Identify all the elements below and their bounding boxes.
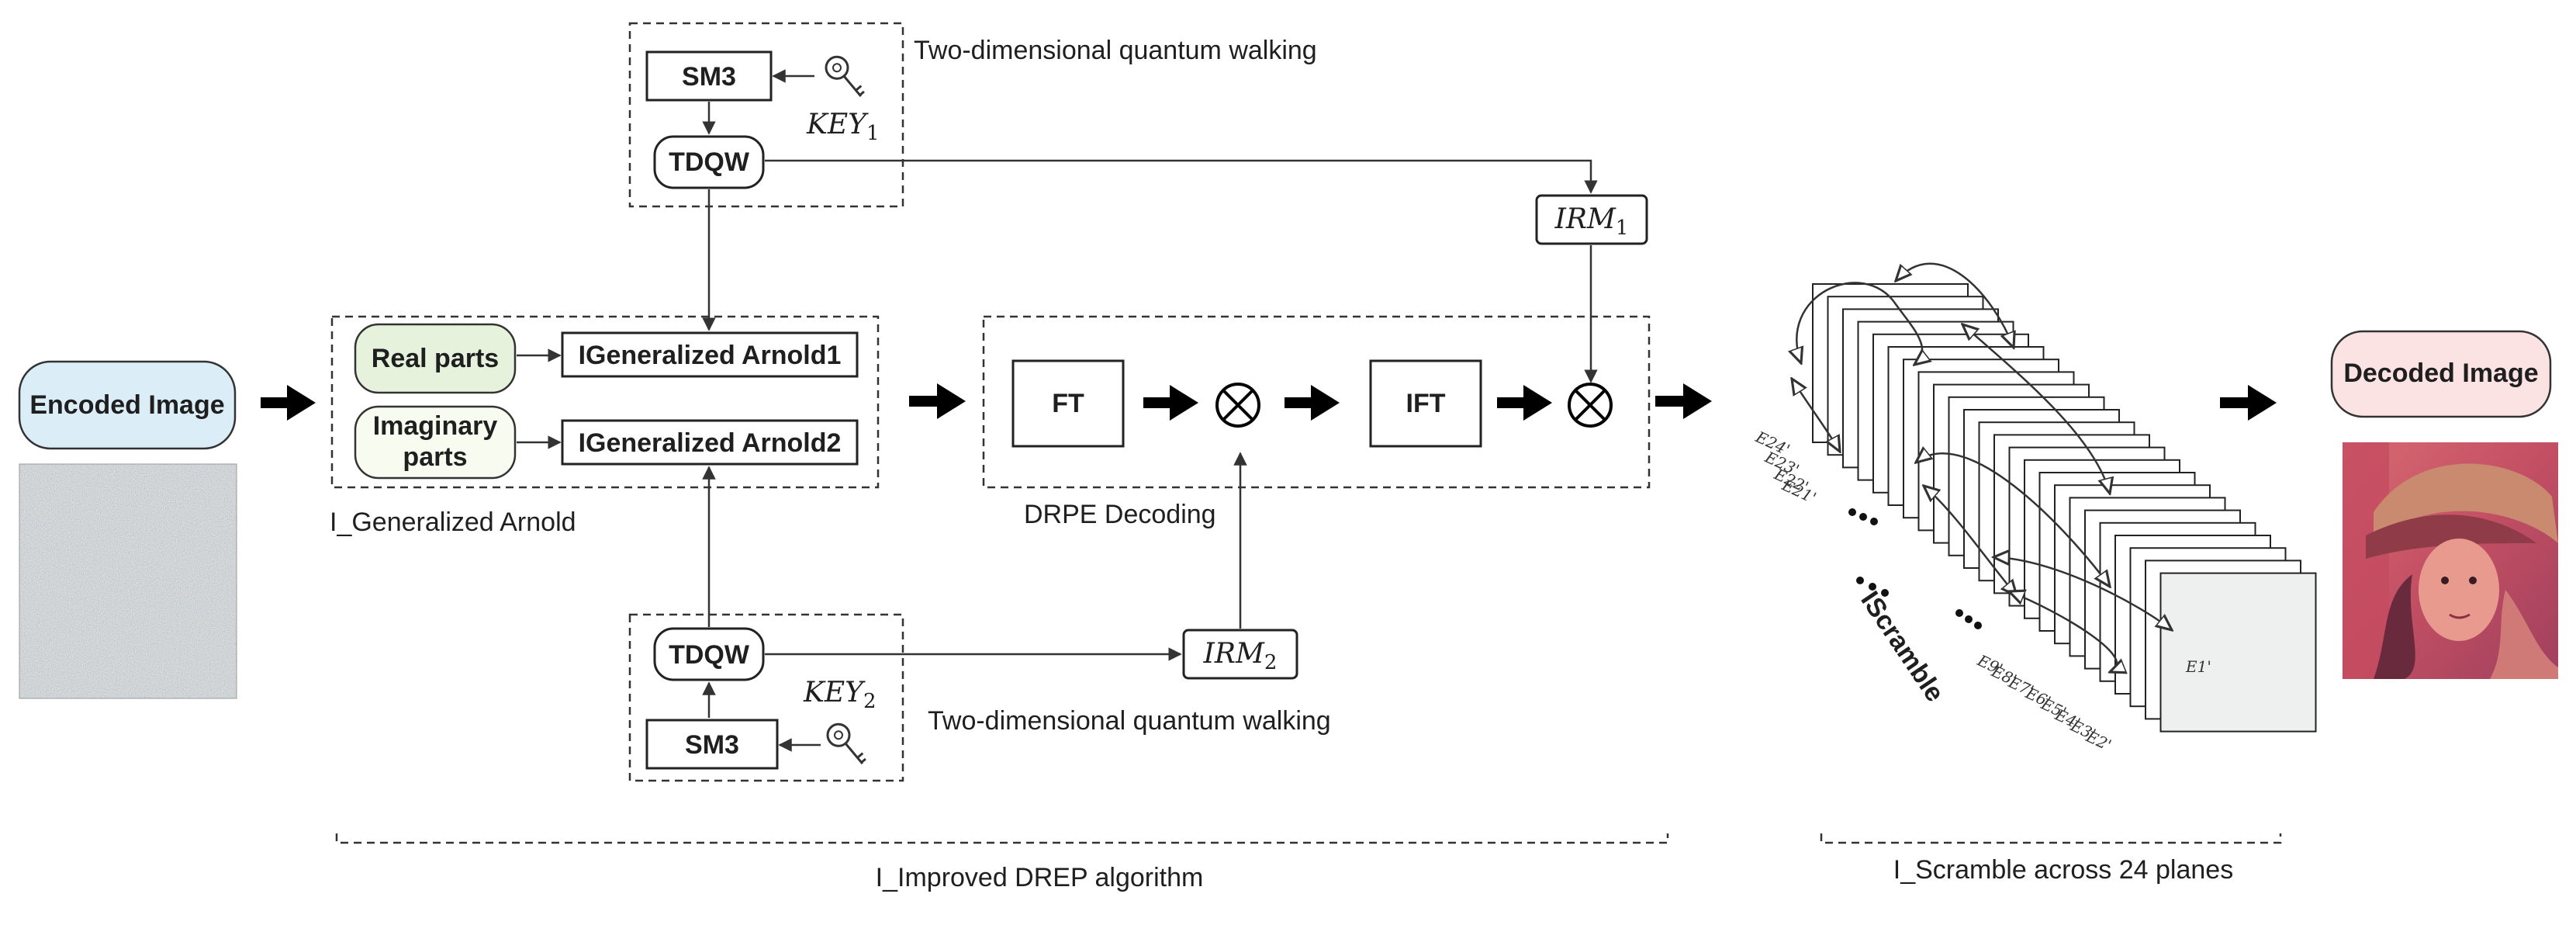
imaginary-parts-box xyxy=(354,405,517,480)
top-key-icon xyxy=(825,55,865,98)
top-walk-dashed-frame xyxy=(628,22,904,208)
multiply2-symbol xyxy=(1568,383,1613,428)
flow-arrow-4 xyxy=(2220,385,2277,421)
ift-to-multiply2-arrow xyxy=(1497,385,1552,421)
bottom-sm3-label: SM3 xyxy=(685,730,739,760)
decoded-image-group: Decoded Image xyxy=(2330,330,2558,679)
arnold-caption: I_Generalized Arnold xyxy=(330,508,576,537)
encoded-image-label: Encoded Image xyxy=(29,390,224,420)
scramble-swap-arrows xyxy=(1792,262,2172,672)
bottom-tdqw-label: TDQW xyxy=(669,640,750,670)
scramble-bracket: I_Scramble across 24 planes xyxy=(1820,833,2282,885)
scramble-plane xyxy=(2159,572,2317,733)
irm1-label: IRM1 xyxy=(1554,203,1629,240)
bottom-key-subscript: 2 xyxy=(863,690,877,713)
top-quantum-walk-group: SM3 KEY1 TDQW Two-dimensional quantum wa… xyxy=(628,22,1317,208)
encoded-image-label-box xyxy=(18,360,237,450)
improved-drep-bracket-line xyxy=(335,833,1669,844)
bottom-key-icon xyxy=(826,722,866,765)
bottom-quantum-walk-group: TDQW SM3 KEY2 Two-dimensional quantum wa… xyxy=(628,613,1331,782)
irm1-subscript: 1 xyxy=(1616,217,1629,240)
decoded-image-label-box xyxy=(2330,330,2552,418)
irm1-text: IRM xyxy=(1554,203,1616,235)
arnold-dashed-frame xyxy=(330,315,880,489)
bottom-key-label: KEY2 xyxy=(803,677,877,713)
irm1-box xyxy=(1535,194,1648,245)
irm2-text: IRM xyxy=(1203,638,1265,670)
flow-arrow-1 xyxy=(261,385,316,421)
drpe-group: FT IFT DRPE Decoding xyxy=(982,315,1651,529)
top-key-text: KEY xyxy=(806,109,869,140)
bottom-key-text: KEY xyxy=(803,677,866,708)
flow-arrow-2 xyxy=(909,383,966,419)
swap-arrow-8 xyxy=(2009,591,2117,672)
imaginary-parts-label-1: Imaginary xyxy=(373,411,498,441)
ft-box xyxy=(1011,359,1125,448)
real-parts-box xyxy=(354,323,517,394)
imaginary-parts-label-2: parts xyxy=(403,442,467,472)
scramble-caption: I_Scramble across 24 planes xyxy=(1893,855,2233,885)
bottom-walk-dashed-frame xyxy=(628,613,904,782)
irm2-subscript: 2 xyxy=(1264,651,1278,674)
encoded-image-group: Encoded Image xyxy=(18,360,237,699)
ft-label: FT xyxy=(1052,389,1084,418)
arnold1-label: IGeneralized Arnold1 xyxy=(579,341,842,370)
top-tdqw-box xyxy=(653,135,765,189)
top-key-label: KEY1 xyxy=(806,109,880,145)
top-key-subscript: 1 xyxy=(866,122,880,145)
improved-drep-caption: I_Improved DREP algorithm xyxy=(876,863,1204,892)
top-sm3-box xyxy=(645,50,773,102)
arnold1-box xyxy=(561,331,859,378)
plane-label: E1' xyxy=(2185,657,2211,676)
irm2-label: IRM2 xyxy=(1203,638,1278,674)
iscramble-ellipsis xyxy=(1856,577,1889,597)
encoded-noise-image-border xyxy=(19,463,237,699)
bottom-sm3-box xyxy=(645,719,779,770)
arnold2-label: IGeneralized Arnold2 xyxy=(579,428,842,458)
arnold-group: Real parts Imaginary parts IGeneralized … xyxy=(330,315,880,537)
swap-arrow-7 xyxy=(1993,557,2172,630)
real-parts-label: Real parts xyxy=(372,344,499,373)
decoded-image-label: Decoded Image xyxy=(2343,359,2538,388)
irm1-group: IRM1 xyxy=(1535,194,1648,245)
scramble-bracket-line xyxy=(1820,833,2282,844)
bottom-walk-caption: Two-dimensional quantum walking xyxy=(928,706,1331,736)
scramble-ellipsis-mid xyxy=(1955,609,1982,629)
swap-arrow-3 xyxy=(1792,379,1840,452)
multiply1-to-ift-arrow xyxy=(1285,385,1340,421)
ift-label: IFT xyxy=(1406,389,1446,418)
top-tdqw-to-irm1-arrow xyxy=(765,159,1598,194)
top-tdqw-label: TDQW xyxy=(669,147,750,177)
ft-to-multiply1-arrow xyxy=(1143,385,1198,421)
drpe-dashed-frame xyxy=(982,315,1651,489)
flow-arrow-3 xyxy=(1655,383,1712,419)
scramble-ellipsis-left xyxy=(1848,508,1878,525)
irm2-group: IRM2 xyxy=(1182,629,1298,680)
encoded-noise-image xyxy=(19,464,237,698)
bottom-tdqw-box xyxy=(653,627,765,681)
drpe-caption: DRPE Decoding xyxy=(1024,500,1216,529)
ift-box xyxy=(1369,359,1482,448)
top-sm3-label: SM3 xyxy=(682,62,736,92)
arnold2-box xyxy=(561,419,859,466)
irm2-box xyxy=(1182,629,1298,680)
scramble-planes-stack xyxy=(1812,283,2317,733)
multiply1-symbol xyxy=(1215,383,1260,428)
iscramble-label: IScramble xyxy=(1855,586,1949,707)
improved-drep-bracket: I_Improved DREP algorithm xyxy=(335,833,1669,892)
decoded-portrait-image xyxy=(2343,442,2558,679)
top-walk-caption: Two-dimensional quantum walking xyxy=(914,36,1317,65)
